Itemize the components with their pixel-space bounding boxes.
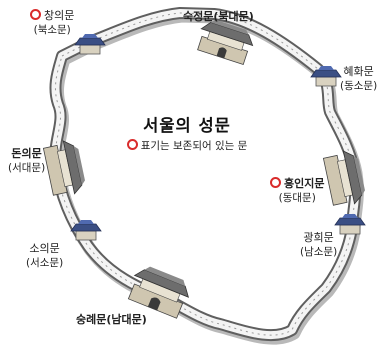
gate-name: 돈의문 (11, 147, 42, 160)
gate-name: 창의문 (44, 9, 75, 22)
gate-name: 숙정문(북대문) (183, 10, 254, 23)
gate-icon-donui (42, 140, 85, 196)
gate-name: 광희문 (303, 231, 334, 244)
fortress-wall-top (51, 9, 360, 340)
gate-label-sukjeong: 숙정문(북대문) (183, 9, 254, 24)
gate-alias: (남소문) (300, 246, 338, 258)
gate-icon-hyehwa (310, 66, 342, 87)
preserved-marker-icon (270, 177, 281, 188)
gate-alias: (동소문) (340, 80, 378, 92)
gate-label-donui: 돈의문 (서대문) (8, 146, 45, 176)
gate-label-sungnye: 숭례문(남대문) (76, 312, 147, 327)
map-title: 서울의 성문 (143, 116, 231, 135)
preserved-marker-icon (126, 139, 138, 150)
gate-alias: (동대문) (278, 192, 316, 204)
gate-label-changui: 창의문 (북소문) (30, 8, 74, 38)
legend-text: 표기는 보존되어 있는 문 (140, 140, 248, 152)
gate-icon-changui (74, 34, 106, 55)
gate-alias: (북소문) (33, 24, 71, 36)
gate-label-hyehwa: 혜화문 (동소문) (340, 64, 377, 94)
gate-icon-soui (70, 220, 102, 241)
gate-name: 소의문 (29, 242, 60, 255)
gate-icon-gwanghui (334, 214, 366, 235)
gate-icon-sukjeong (197, 19, 254, 66)
gate-name: 혜화문 (343, 65, 374, 78)
gate-name: 흥인지문 (284, 177, 325, 190)
preserved-marker-icon (30, 9, 41, 20)
map-title-box: 서울의 성문 표기는 보존되어 있는 문 (116, 108, 258, 160)
gate-label-gwanghui: 광희문 (남소문) (300, 230, 337, 260)
gate-alias: (서소문) (26, 257, 64, 269)
gate-label-soui: 소의문 (서소문) (26, 241, 63, 271)
gate-name: 숭례문(남대문) (76, 313, 147, 326)
legend: 표기는 보존되어 있는 문 (116, 138, 258, 154)
gate-label-heunginji: 흥인지문 (동대문) (270, 176, 324, 206)
gate-icon-heunginji (322, 150, 365, 206)
gate-alias: (서대문) (8, 162, 46, 174)
gate-icon-sungnye (127, 266, 189, 319)
